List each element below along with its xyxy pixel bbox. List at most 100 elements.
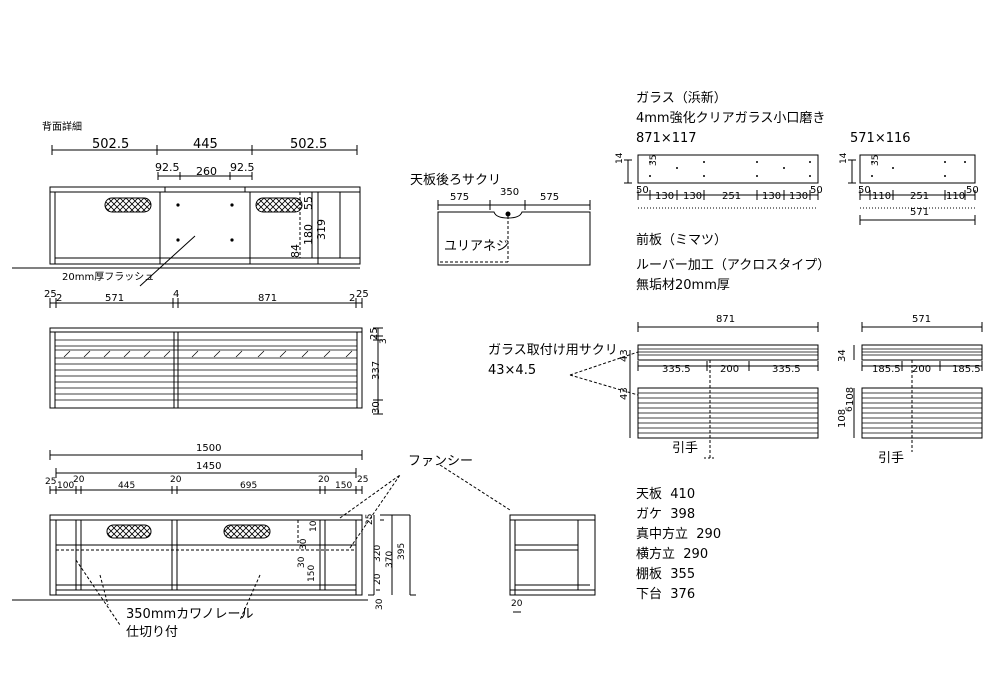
elev-r-395: 395: [397, 542, 407, 560]
front-width-571: 571: [105, 293, 125, 304]
glass-b-dim-3: 110: [946, 191, 966, 202]
elev-inner: 1450: [196, 461, 222, 472]
elev-dim-20-a: 20: [73, 475, 85, 485]
elev-dim-20-b: 20: [170, 475, 182, 485]
back-mid-dim-left: 92.5: [155, 161, 180, 174]
front-width-25-right: 25: [356, 289, 369, 300]
glass-b-dim-1: 110: [872, 191, 892, 202]
front-width-2-left: 2: [56, 293, 63, 304]
front-b-h-6: 6: [845, 406, 855, 412]
elev-dim-445: 445: [118, 481, 136, 491]
glass-b-total: 571: [910, 207, 930, 218]
material-value: 355: [670, 567, 696, 582]
back-dim-180: 180: [302, 224, 315, 245]
glass-b-h-14: 14: [839, 152, 849, 164]
elev-dim-695: 695: [240, 481, 258, 491]
elev-dim-100: 100: [57, 481, 75, 491]
material-row: ガケ 398: [636, 508, 721, 521]
elev-total: 1500: [196, 443, 222, 454]
glass-b-dim-4: 50: [966, 185, 979, 196]
glass-size-b: 571×116: [850, 131, 911, 146]
sakuri-size: 43×4.5: [488, 363, 537, 378]
back-dim-center: 445: [193, 137, 218, 152]
rail-label: 350mmカワノレール: [126, 607, 254, 622]
material-name: 天板: [636, 487, 663, 502]
back-detail-view: [12, 145, 361, 287]
glass-a-dim-0: 50: [636, 185, 649, 196]
material-value: 410: [670, 487, 696, 502]
materials-list: 天板 410 ガケ 398 真中方立 290 横方立 290 棚板 355 下台…: [636, 488, 721, 608]
elev-r-25: 25: [365, 513, 375, 525]
front-width-4: 4: [173, 289, 180, 300]
front-panel-title: 前板（ミマツ）: [636, 233, 728, 248]
front-b-dim-2: 185.5: [952, 364, 981, 375]
glass-a-dim-2: 130: [683, 191, 703, 202]
material-name: 下台: [636, 587, 663, 602]
rail-label-2: 仕切り付: [126, 625, 179, 640]
glass-b-dim-2: 251: [910, 191, 930, 202]
louver-h-30: 30: [371, 401, 382, 414]
front-a-dim-2: 335.5: [772, 364, 801, 375]
material-name: 横方立: [636, 547, 676, 562]
handle-label-b: 引手: [878, 451, 905, 466]
elev-r-30: 30: [299, 538, 309, 550]
material-value: 290: [683, 547, 709, 562]
front-panel-b-view: [853, 322, 983, 452]
front-width-25-left: 25: [44, 289, 57, 300]
back-dim-55: 55: [302, 196, 315, 210]
elev-r-150: 150: [307, 564, 317, 582]
back-dim-right: 502.5: [290, 137, 328, 152]
material-row: 天板 410: [636, 488, 721, 501]
glass-spec: 4mm強化クリアガラス小口磨き: [636, 111, 826, 126]
material-row: 下台 376: [636, 588, 721, 601]
material-row: 横方立 290: [636, 548, 721, 561]
side-bottom-dim: 20: [511, 599, 523, 609]
elev-dim-150: 150: [335, 481, 353, 491]
material-value: 376: [670, 587, 696, 602]
front-a-dim-1: 200: [720, 364, 740, 375]
back-mid-dim-right: 92.5: [230, 161, 255, 174]
sakuri-label: ガラス取付け用サクリ: [488, 343, 618, 358]
elev-r-20: 20: [373, 573, 383, 585]
front-a-h-43-bottom: 43: [619, 387, 630, 400]
front-panel-spec-2: 無垢材20mm厚: [636, 278, 730, 293]
elev-dim-20-c: 20: [318, 475, 330, 485]
top-plate-view: [437, 200, 591, 266]
glass-a-dim-6: 50: [810, 185, 823, 196]
elev-r-30-bottom: 30: [375, 598, 385, 610]
side-view: [509, 514, 596, 613]
back-dim-319: 319: [315, 219, 328, 240]
elev-r-30-b: 30: [297, 556, 307, 568]
material-name: 真中方立: [636, 527, 689, 542]
glass-a-dim-3: 251: [722, 191, 742, 202]
front-b-h-34: 34: [837, 349, 848, 362]
back-mid-dim-center: 260: [196, 165, 217, 178]
glass-size-a: 871×117: [636, 131, 697, 146]
screw-label: ユリアネジ: [444, 239, 510, 254]
louver-front-view: [49, 327, 383, 415]
elevation-dims: [49, 450, 363, 494]
elev-dim-25-left: 25: [45, 477, 57, 487]
top-plate-dim-575-right: 575: [540, 192, 560, 203]
glass-a-dim-4: 130: [762, 191, 782, 202]
handle-label-a: 引手: [672, 441, 699, 456]
top-plate-title: 天板後ろサクリ: [410, 173, 502, 188]
material-value: 290: [696, 527, 722, 542]
elev-dim-25-right: 25: [357, 475, 369, 485]
back-dim-left: 502.5: [92, 137, 130, 152]
front-width-871: 871: [258, 293, 278, 304]
flush-note: 20mm厚フラッシュ: [62, 272, 155, 283]
front-width-2-right: 2: [349, 293, 356, 304]
elev-r-10: 10: [309, 520, 319, 532]
material-row: 棚板 355: [636, 568, 721, 581]
elev-r-370: 370: [385, 550, 395, 568]
front-panel-b-width: 571: [912, 314, 932, 325]
front-b-h-108-b: 108: [845, 386, 856, 406]
front-b-dim-0: 185.5: [872, 364, 901, 375]
back-detail-title: 背面詳細: [42, 122, 82, 133]
top-plate-dim-350: 350: [500, 187, 520, 198]
elev-r-320: 320: [373, 544, 383, 562]
glass-b-h-35: 35: [871, 154, 881, 166]
front-a-h-43-top: 43: [619, 349, 630, 362]
